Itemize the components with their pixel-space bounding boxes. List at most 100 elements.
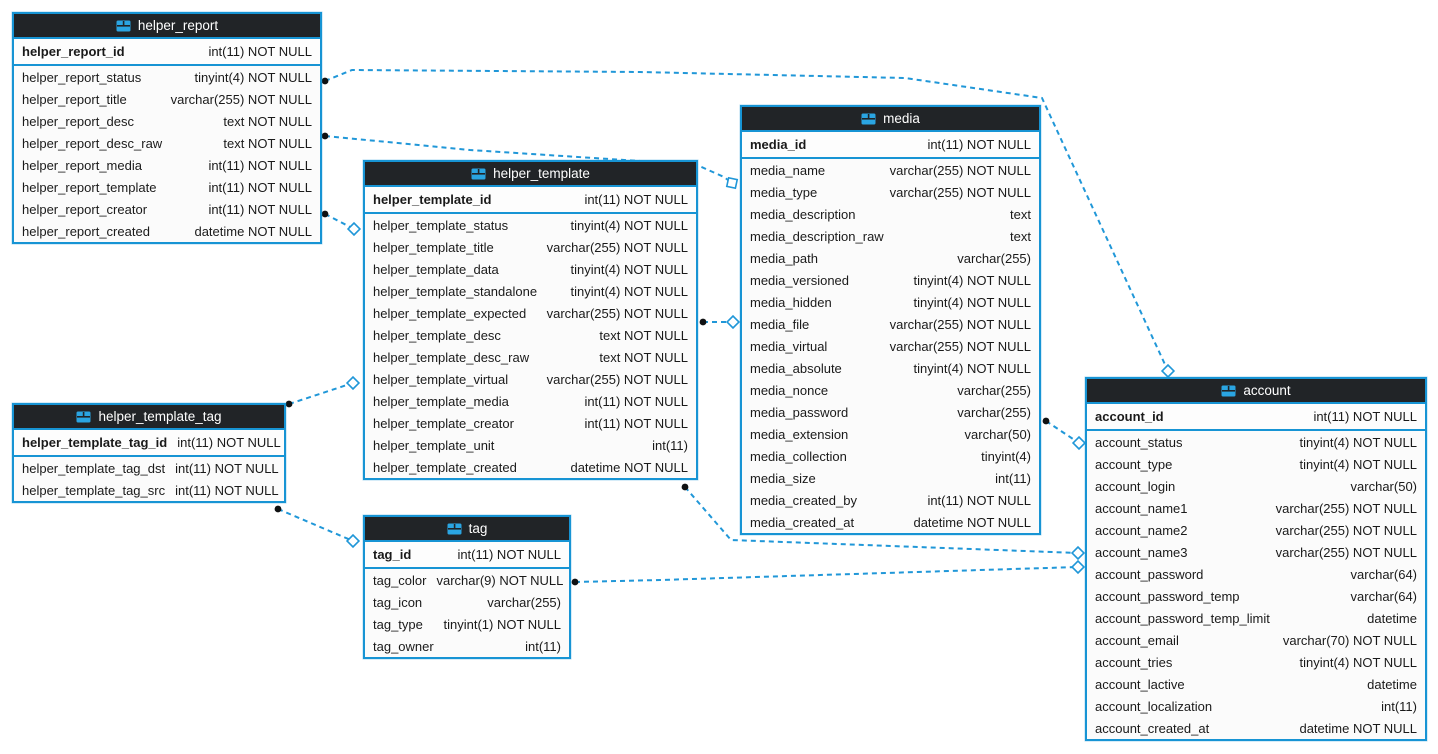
table-node-tag[interactable]: tag tag_id int(11) NOT NULL tag_color va… xyxy=(363,515,571,659)
field-row: helper_template_status tinyint(4) NOT NU… xyxy=(365,214,696,236)
table-header[interactable]: helper_template xyxy=(365,162,696,187)
field-row: media_nonce varchar(255) xyxy=(742,379,1039,401)
table-header[interactable]: media xyxy=(742,107,1039,132)
field-row: media_extension varchar(50) xyxy=(742,423,1039,445)
field-row: media_size int(11) xyxy=(742,467,1039,489)
table-header[interactable]: tag xyxy=(365,517,569,542)
connector-diamond-icon xyxy=(345,375,361,391)
field-name: media_virtual xyxy=(750,338,828,354)
field-row: account_password_temp_limit datetime xyxy=(1087,607,1425,629)
field-name: media_nonce xyxy=(750,382,829,398)
field-type: datetime xyxy=(1367,610,1417,626)
field-name: helper_report_media xyxy=(22,157,142,173)
field-row: helper_template_media int(11) NOT NULL xyxy=(365,390,696,412)
connector-dot xyxy=(274,505,282,513)
field-row: media_name varchar(255) NOT NULL xyxy=(742,159,1039,181)
field-name: helper_template_tag_src xyxy=(22,482,166,498)
field-type: text NOT NULL xyxy=(599,327,688,343)
field-name: account_name3 xyxy=(1095,544,1188,560)
connector-square-icon xyxy=(725,176,739,190)
field-name: account_password xyxy=(1095,566,1204,582)
field-type: tinyint(4) NOT NULL xyxy=(194,69,312,85)
field-type: int(11) NOT NULL xyxy=(584,192,688,207)
table-body: tag_color varchar(9) NOT NULL tag_icon v… xyxy=(365,569,569,657)
field-row: media_hidden tinyint(4) NOT NULL xyxy=(742,291,1039,313)
field-type: varchar(50) xyxy=(1350,478,1417,494)
field-name: media_password xyxy=(750,404,849,420)
field-name: media_description_raw xyxy=(750,228,884,244)
field-row: media_created_at datetime NOT NULL xyxy=(742,511,1039,533)
field-name: helper_report_desc xyxy=(22,113,135,129)
field-name: helper_template_expected xyxy=(373,305,527,321)
field-row: helper_template_data tinyint(4) NOT NULL xyxy=(365,258,696,280)
field-row: helper_report_status tinyint(4) NOT NULL xyxy=(14,66,320,88)
field-row: helper_report_template int(11) NOT NULL xyxy=(14,176,320,198)
field-type: varchar(50) xyxy=(964,426,1031,442)
field-name: media_name xyxy=(750,162,826,178)
connector-dot xyxy=(571,578,579,586)
field-type: tinyint(4) NOT NULL xyxy=(570,261,688,277)
connector-dot xyxy=(321,77,329,85)
field-type: int(11) NOT NULL xyxy=(584,415,688,431)
table-body: account_status tinyint(4) NOT NULL accou… xyxy=(1087,431,1425,739)
field-name: helper_report_status xyxy=(22,69,142,85)
table-icon xyxy=(471,168,486,180)
table-title: media xyxy=(883,111,920,126)
field-name: helper_template_id xyxy=(373,192,492,207)
field-name: helper_template_unit xyxy=(373,437,495,453)
field-type: varchar(255) xyxy=(957,404,1031,420)
table-header[interactable]: helper_report xyxy=(14,14,320,39)
field-type: tinyint(4) NOT NULL xyxy=(1299,434,1417,450)
field-row: media_file varchar(255) NOT NULL xyxy=(742,313,1039,335)
field-type: datetime NOT NULL xyxy=(570,459,688,475)
table-node-media[interactable]: media media_id int(11) NOT NULL media_na… xyxy=(740,105,1041,535)
field-type: tinyint(4) NOT NULL xyxy=(913,272,1031,288)
field-name: account_login xyxy=(1095,478,1176,494)
field-type: varchar(255) NOT NULL xyxy=(546,371,688,387)
connector-diamond-icon xyxy=(345,533,361,549)
field-name: account_name1 xyxy=(1095,500,1188,516)
field-type: text xyxy=(1010,206,1031,222)
table-node-account[interactable]: account account_id int(11) NOT NULL acco… xyxy=(1085,377,1427,741)
field-row: helper_template_title varchar(255) NOT N… xyxy=(365,236,696,258)
connector-diamond-icon xyxy=(1071,435,1087,451)
field-type: int(11) NOT NULL xyxy=(584,393,688,409)
field-row: account_localization int(11) xyxy=(1087,695,1425,717)
field-name: media_hidden xyxy=(750,294,832,310)
field-name: media_description xyxy=(750,206,856,222)
field-name: helper_template_desc_raw xyxy=(373,349,530,365)
field-type: varchar(70) NOT NULL xyxy=(1282,632,1417,648)
field-row: account_password varchar(64) xyxy=(1087,563,1425,585)
table-node-helper-template[interactable]: helper_template helper_template_id int(1… xyxy=(363,160,698,480)
field-row: tag_type tinyint(1) NOT NULL xyxy=(365,613,569,635)
primary-key-row: account_id int(11) NOT NULL xyxy=(1087,404,1425,431)
field-type: tinyint(4) NOT NULL xyxy=(1299,456,1417,472)
field-row: media_virtual varchar(255) NOT NULL xyxy=(742,335,1039,357)
field-name: helper_report_creator xyxy=(22,201,148,217)
field-row: media_type varchar(255) NOT NULL xyxy=(742,181,1039,203)
primary-key-row: helper_report_id int(11) NOT NULL xyxy=(14,39,320,66)
field-name: helper_template_title xyxy=(373,239,494,255)
field-type: varchar(255) NOT NULL xyxy=(1275,500,1417,516)
field-type: text xyxy=(1010,228,1031,244)
field-type: varchar(255) NOT NULL xyxy=(889,338,1031,354)
field-name: tag_color xyxy=(373,572,427,588)
field-row: media_path varchar(255) xyxy=(742,247,1039,269)
field-name: helper_template_data xyxy=(373,261,499,277)
field-row: helper_template_standalone tinyint(4) NO… xyxy=(365,280,696,302)
field-type: int(11) NOT NULL xyxy=(177,435,281,450)
field-row: helper_template_unit int(11) xyxy=(365,434,696,456)
table-body: helper_report_status tinyint(4) NOT NULL… xyxy=(14,66,320,242)
field-name: account_type xyxy=(1095,456,1173,472)
table-node-helper-report[interactable]: helper_report helper_report_id int(11) N… xyxy=(12,12,322,244)
field-type: text NOT NULL xyxy=(223,135,312,151)
field-name: media_id xyxy=(750,137,807,152)
field-row: helper_report_media int(11) NOT NULL xyxy=(14,154,320,176)
table-header[interactable]: helper_template_tag xyxy=(14,405,284,430)
table-node-helper-template-tag[interactable]: helper_template_tag helper_template_tag_… xyxy=(12,403,286,503)
field-type: varchar(64) xyxy=(1350,566,1417,582)
field-type: int(11) xyxy=(995,470,1031,486)
field-row: helper_report_creator int(11) NOT NULL xyxy=(14,198,320,220)
table-header[interactable]: account xyxy=(1087,379,1425,404)
table-title: helper_template_tag xyxy=(98,409,222,424)
